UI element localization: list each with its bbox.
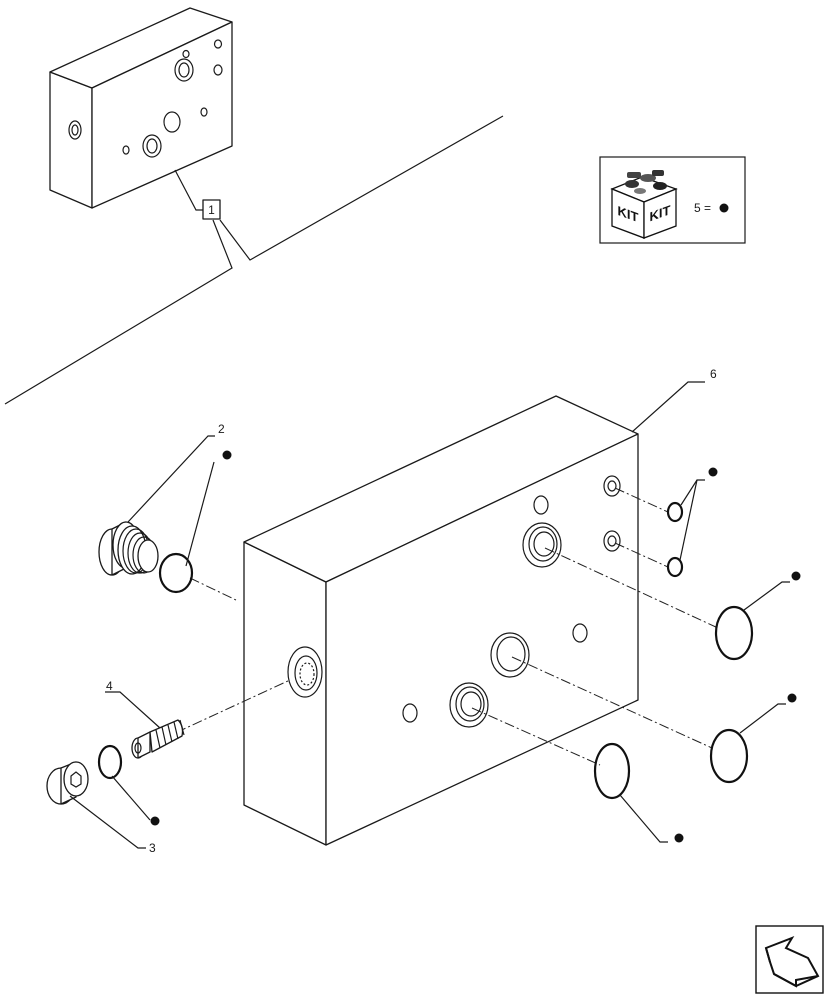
callout-1: 1	[4, 115, 504, 405]
o-ring-item-2	[158, 552, 194, 594]
main-valve-block	[243, 395, 639, 846]
kit-box-icon	[610, 170, 678, 239]
kit-legend-text: 5 =	[694, 201, 711, 215]
o-ring-item-3	[97, 744, 123, 780]
callout-1-label: 1	[208, 203, 215, 217]
callout-6-label: 6	[710, 367, 717, 381]
callout-6: 6	[631, 367, 717, 433]
large-o-ring-upper	[714, 571, 801, 661]
callout-2-label: 2	[218, 422, 225, 436]
large-o-ring-lower	[593, 742, 684, 843]
callout-4-label: 4	[106, 679, 113, 693]
overview-valve-block	[49, 7, 233, 209]
large-o-ring-middle	[709, 693, 797, 784]
next-page-arrow-button[interactable]	[755, 925, 824, 994]
side-port	[287, 646, 323, 698]
callout-3: 3	[69, 775, 160, 855]
front-ports	[402, 475, 621, 728]
next-page-arrow-icon	[764, 936, 820, 988]
plug-item-2	[98, 521, 194, 594]
callout-4: 4	[105, 679, 161, 729]
kit-legend-box: KIT KIT 5 =	[599, 156, 746, 244]
screw-item-4	[131, 719, 185, 759]
small-o-rings	[666, 467, 718, 578]
plug-item-3	[46, 744, 123, 805]
kit-bullet-icon	[791, 571, 801, 581]
kit-bullet-icon	[708, 467, 718, 477]
callout-3-label: 3	[149, 841, 156, 855]
callout-2: 2	[127, 422, 232, 567]
kit-bullet-icon	[150, 816, 160, 826]
kit-bullet-icon	[719, 203, 729, 213]
kit-bullet-icon	[787, 693, 797, 703]
kit-bullet-icon	[222, 450, 232, 460]
kit-bullet-icon	[674, 833, 684, 843]
